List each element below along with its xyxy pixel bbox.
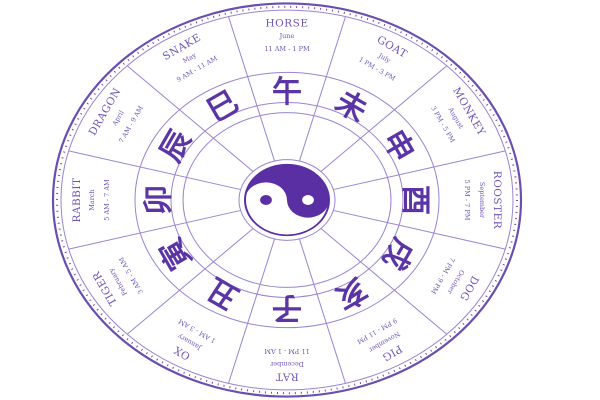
earthly-branch-glyph: 申	[375, 124, 420, 167]
earthly-branch-glyph: 寅	[153, 232, 198, 275]
sector-divider	[298, 16, 346, 162]
sector-divider	[320, 65, 448, 172]
sector-divider	[126, 228, 254, 335]
earthly-branch-glyph: 辰	[153, 124, 198, 167]
sector-divider	[333, 209, 506, 250]
sector-divider	[228, 238, 276, 384]
sector-divider	[68, 209, 241, 250]
outer-ring	[51, 2, 523, 398]
earthly-branch-glyph: 卯	[142, 185, 177, 215]
animal-name: ROOSTER	[491, 171, 503, 230]
earthly-branch-glyph: 戌	[375, 232, 420, 275]
wheel-rings	[51, 2, 523, 398]
animal-month: June	[279, 32, 295, 40]
sector-divider	[68, 150, 241, 191]
sector-divider	[333, 150, 506, 191]
earthly-branch-glyph: 午	[272, 75, 302, 110]
animal-month: April	[110, 109, 125, 128]
earthly-branch-glyph: 酉	[398, 185, 433, 215]
inner-ring-inner	[182, 112, 392, 288]
animal-hours: 11 AM - 1 PM	[264, 45, 310, 53]
dotted-ring	[56, 5, 518, 395]
animal-name: RAT	[275, 370, 298, 382]
animal-hours: 5 AM - 7 AM	[103, 179, 111, 221]
animal-month: March	[88, 189, 96, 210]
sector-divider	[298, 238, 346, 384]
sector-dividers	[68, 16, 506, 384]
sector-divider	[320, 228, 448, 335]
animal-hours: 7 AM - 9 AM	[117, 104, 145, 144]
animal-month: September	[478, 182, 486, 219]
yin-yang-symbol	[244, 163, 330, 237]
animal-hours: 11 PM - 1 AM	[264, 347, 310, 355]
sector-divider	[228, 16, 276, 162]
animal-hours: 1 PM - 3 PM	[357, 55, 397, 82]
animal-name: HORSE	[265, 18, 308, 30]
yang-dot	[302, 195, 314, 205]
animal-hours: 5 PM - 7 PM	[463, 180, 471, 221]
inner-ring-outer	[170, 102, 404, 298]
middle-ring	[134, 71, 440, 329]
center-ring	[238, 159, 336, 241]
earthly-branch-glyph: 子	[272, 290, 302, 325]
outer-inner-ring	[60, 9, 514, 391]
animal-month: December	[269, 360, 304, 368]
yin-dot	[260, 195, 272, 205]
animal-month: July	[376, 51, 392, 65]
yin-yang-icon	[244, 163, 330, 237]
animal-name: RABBIT	[71, 177, 83, 222]
sector-divider	[126, 65, 254, 172]
